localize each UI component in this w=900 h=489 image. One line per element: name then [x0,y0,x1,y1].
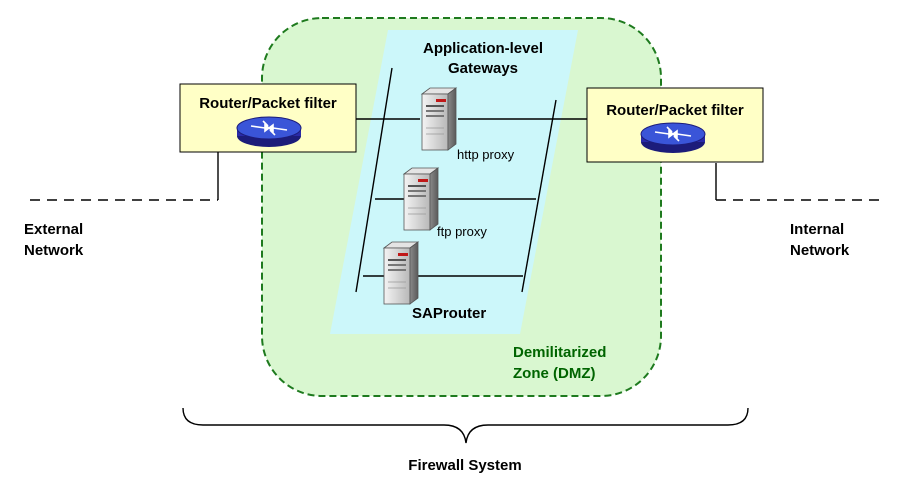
external-router-label: Router/Packet filter [199,95,337,112]
dmz-label-line1: Demilitarized [513,344,606,361]
external-router-icon [236,116,302,148]
internal-router: Router/Packet filter [586,87,764,163]
internal-network-label-line2: Network [790,242,850,259]
internal-network-label-line1: Internal [790,221,844,238]
ftp-proxy-label: ftp proxy [437,224,487,239]
ftp-proxy-server-icon [403,167,439,231]
internal-router-label: Router/Packet filter [606,102,744,119]
saprouter-label: SAProuter [412,305,486,322]
saprouter-server-icon [383,241,419,305]
external-network-label-line1: External [24,221,83,238]
external-router: Router/Packet filter [179,83,357,153]
network-wiring [30,67,880,293]
http-proxy-label: http proxy [457,147,515,162]
firewall-system-brace [182,407,749,444]
firewall-system-label: Firewall System [408,457,521,474]
gateways-title-line2: Gateways [448,60,518,77]
internal-router-icon [640,122,706,154]
http-proxy-server-icon [421,87,457,151]
external-network-label-line2: Network [24,242,84,259]
gateways-title-line1: Application-level [423,40,543,57]
dmz-label-line2: Zone (DMZ) [513,365,595,382]
